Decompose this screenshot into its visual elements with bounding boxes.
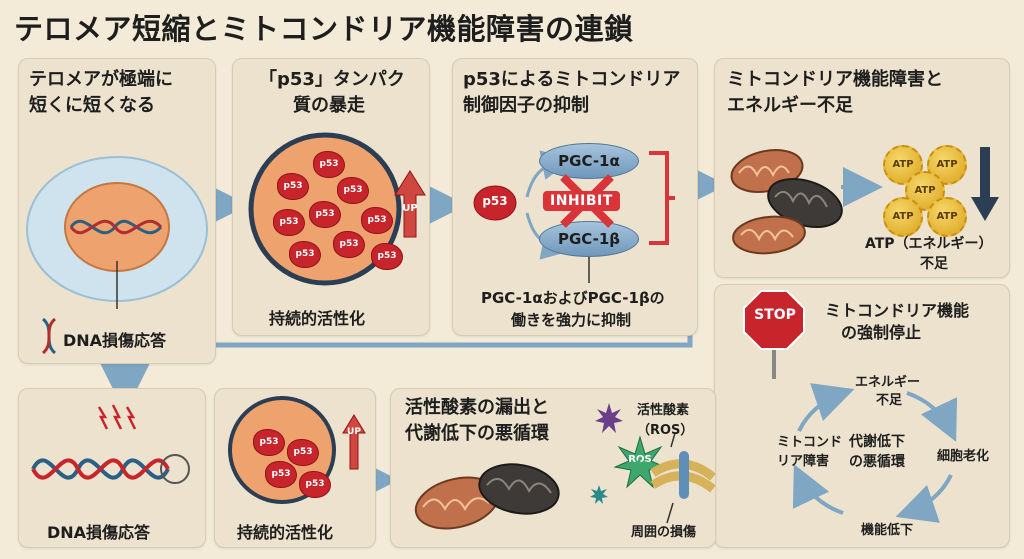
- panel4-caption-line2: 不足: [920, 256, 948, 272]
- p53-molecule: p53: [289, 241, 321, 268]
- panel4-caption-line1: ATP（エネルギー）: [865, 236, 993, 252]
- panel-dna-damage-response: DNA損傷応答: [18, 388, 206, 548]
- panel-telomere-shortening: テロメアが極端に 短くに短くなる DNA損傷応答: [18, 58, 216, 364]
- panel3-p53-label: p53: [482, 194, 508, 208]
- up-arrow-icon: [394, 170, 426, 238]
- panel-p53-runaway: 「p53」タンパク 質の暴走 p53 p53 p53 p53 p53 p53 p…: [232, 58, 430, 336]
- panel2-title-line1: 「p53」タンパク: [259, 69, 405, 90]
- lightning-icon: [97, 404, 137, 430]
- up-arrow-icon: [342, 414, 366, 470]
- dna-icon: [41, 317, 57, 355]
- panel2-up-label: UP: [402, 203, 418, 214]
- p53-molecule: p53: [273, 209, 305, 236]
- p53-molecule: p53: [287, 439, 319, 466]
- down-arrow-icon: [971, 147, 999, 221]
- cell-illustration: [26, 156, 208, 309]
- panel3-caption-line1: PGC-1αおよびPGC-1βの: [481, 289, 665, 307]
- panel1-title-line1: テロメアが極端に: [29, 69, 173, 90]
- p53-molecule: p53: [277, 173, 309, 200]
- inhibit-bracket: [649, 151, 675, 245]
- pgc-1alpha-node: PGC-1α: [539, 143, 639, 179]
- cycle-left-line1: ミトコンド: [777, 435, 843, 450]
- panel7-title-line1: 活性酸素の漏出と: [405, 397, 549, 418]
- cycle-arrows: [792, 383, 958, 523]
- p53-molecule: p53: [299, 471, 331, 498]
- damage-caption: 周囲の損傷: [631, 525, 697, 540]
- ros-caption-line1: 活性酸素: [637, 403, 690, 418]
- caption-pointer: [588, 257, 590, 283]
- cycle-top-line2: 不足: [876, 393, 903, 408]
- panel1-title-line2: 短くに短くなる: [29, 95, 155, 116]
- p53-molecule: p53: [313, 151, 345, 178]
- panel4-title-line2: エネルギー不足: [727, 95, 853, 116]
- p53-molecule: p53: [361, 207, 393, 234]
- panel7-title-line2: 代謝低下の悪循環: [405, 423, 549, 444]
- stop-sign-label: STOP: [754, 307, 796, 323]
- cycle-center-line1: 代謝低下: [849, 434, 905, 450]
- panel2-caption: 持続的活性化: [269, 309, 366, 328]
- p53-molecule: p53: [253, 429, 285, 456]
- atp-molecule: ATP: [883, 197, 923, 237]
- panel-persistent-activation: p53 p53 p53 p53 UP 持続的活性化: [214, 388, 376, 548]
- p53-molecule: p53: [371, 243, 403, 270]
- panel6-caption: 持続的活性化: [237, 523, 334, 542]
- page-title: テロメア短縮とミトコンドリア機能障害の連鎖: [14, 12, 634, 46]
- panel2-title-line2: 質の暴走: [293, 95, 365, 116]
- panel3-title-line2: 制御因子の抑制: [463, 95, 589, 116]
- p53-node: [473, 185, 517, 221]
- pgc-1beta-node: PGC-1β: [539, 221, 639, 257]
- p53-molecule: p53: [265, 461, 297, 488]
- panel-p53-suppression: p53によるミトコンドリア 制御因子の抑制 p53 PGC-1α PGC-1β …: [452, 58, 698, 336]
- cycle-left-line2: リア障害: [777, 454, 830, 469]
- cycle-center-line2: の悪循環: [849, 454, 905, 470]
- cycle-top-line1: エネルギー: [855, 375, 921, 390]
- dna-strand-illustration: [31, 454, 190, 484]
- stop-sign-icon: [743, 290, 805, 379]
- panel-mito-dysfunction: ミトコンドリア機能障害と エネルギー不足 ATP ATP ATP ATP ATP…: [714, 58, 1010, 278]
- panel-ros-vicious-cycle: 活性酸素の漏出と 代謝低下の悪循環 ROS 活性酸素 （ROS） 周囲の損傷: [390, 388, 716, 548]
- ros-caption-line2: （ROS）: [637, 423, 694, 438]
- atp-molecule: ATP: [927, 197, 967, 237]
- cycle-bottom: 機能低下: [861, 523, 914, 538]
- panel3-caption-line2: 働きを強力に抑制: [511, 311, 632, 329]
- membrane-damage-illustration: [650, 432, 716, 524]
- inhibit-badge: INHIBIT: [543, 191, 620, 211]
- stop-caption-line2: の強制停止: [841, 323, 922, 342]
- panel3-title-line1: p53によるミトコンドリア: [463, 69, 681, 90]
- panel5-caption: DNA損傷応答: [47, 523, 151, 542]
- p53-molecule: p53: [309, 201, 341, 228]
- panel1-caption: DNA損傷応答: [63, 331, 167, 350]
- mitochondria-ros-illustration: [414, 463, 560, 530]
- stop-caption-line1: ミトコンドリア機能: [825, 301, 970, 320]
- ros-label: ROS: [628, 454, 652, 465]
- mitochondria-illustration: [730, 149, 843, 255]
- panel4-title-line1: ミトコンドリア機能障害と: [727, 69, 943, 90]
- cycle-right: 細胞老化: [937, 449, 990, 464]
- ros-particles: [590, 403, 648, 504]
- panel6-up-label: UP: [347, 427, 361, 437]
- p53-molecule: p53: [333, 231, 365, 258]
- p53-molecule: p53: [337, 177, 369, 204]
- panel-forced-stop: STOP ミトコンドリア機能 の強制停止 エネルギー 不足 代謝低下 の悪循環 …: [714, 284, 1010, 548]
- arrow-to-atp: [841, 167, 883, 207]
